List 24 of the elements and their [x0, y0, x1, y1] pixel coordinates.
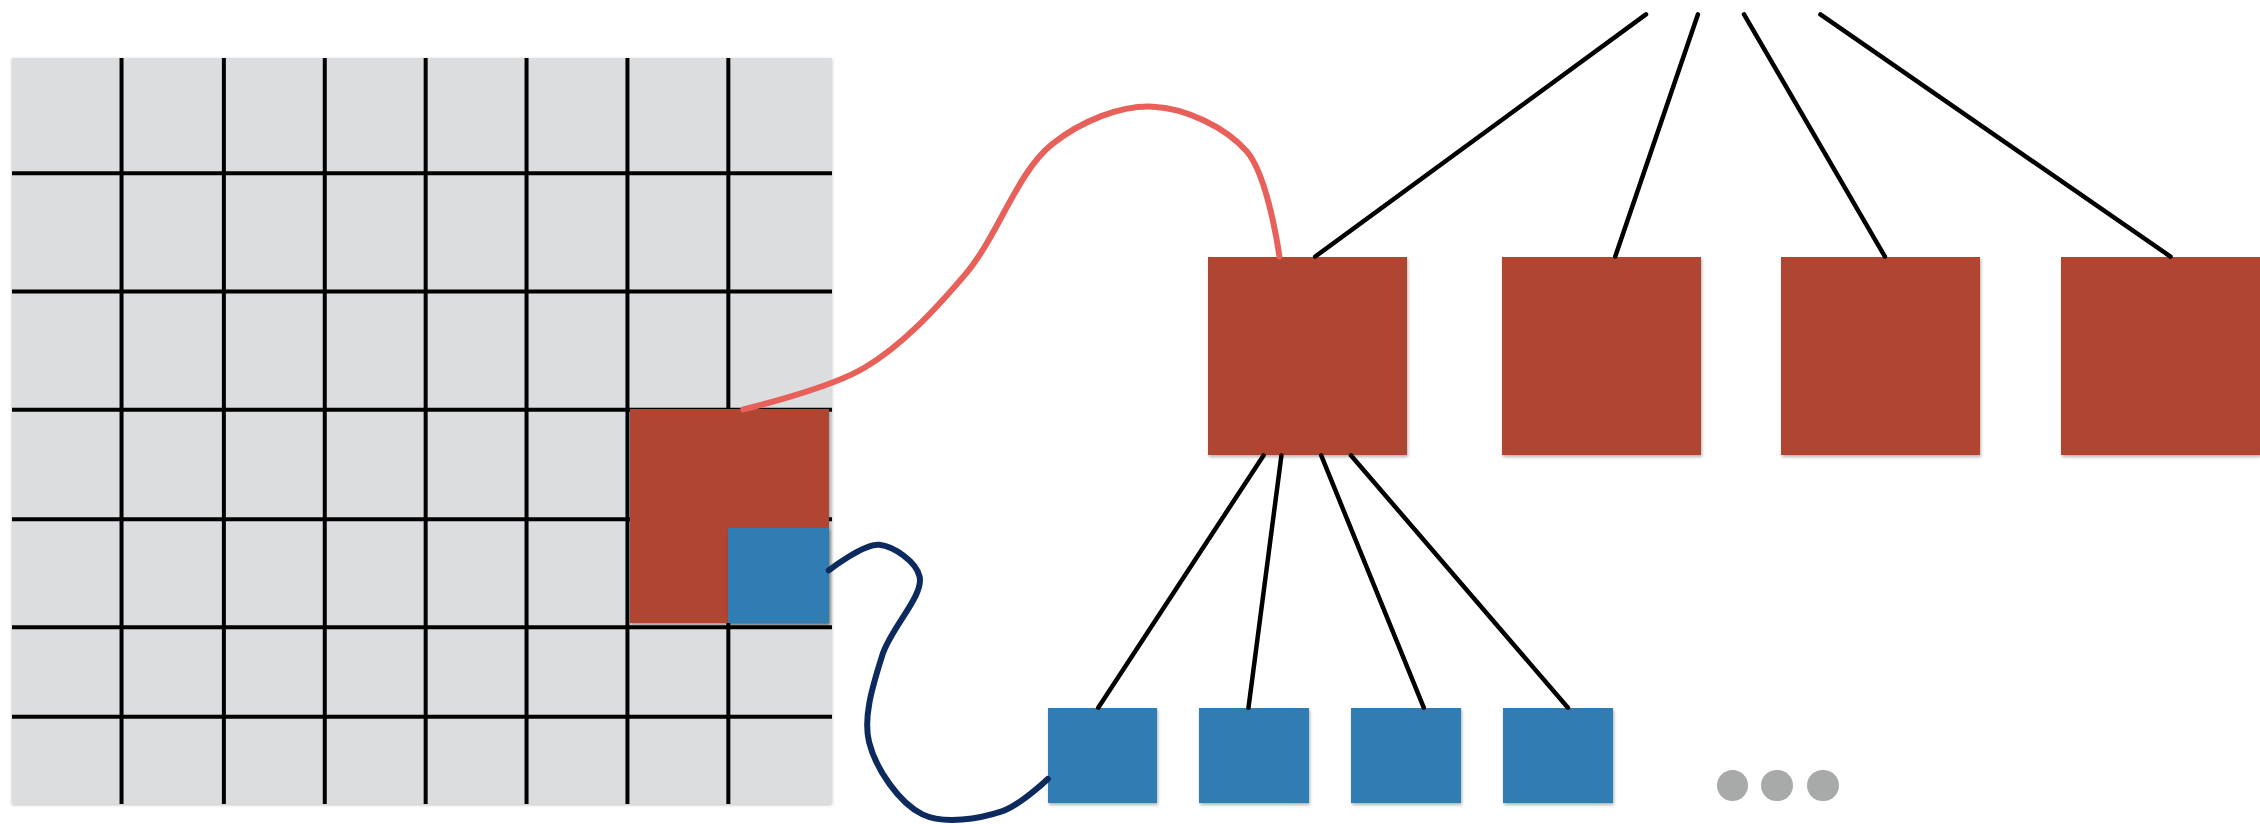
square-tile	[1503, 707, 1613, 803]
connector-line	[1741, 12, 1888, 259]
connector-line	[1613, 12, 1701, 259]
square-tile	[1350, 707, 1462, 803]
square-tile	[1781, 256, 1981, 456]
connector-line	[1318, 453, 1426, 710]
ellipsis-dot	[1807, 769, 1840, 802]
curved-connector	[825, 541, 1051, 823]
connector-line	[1096, 453, 1266, 710]
square-tile	[1501, 256, 1701, 456]
ellipsis-dot	[1761, 769, 1793, 802]
square-tile	[1207, 256, 1407, 456]
connector-line	[1246, 453, 1284, 710]
connector-line	[1313, 12, 1649, 259]
ellipsis-dot	[1716, 769, 1749, 802]
connector-line	[1818, 12, 2173, 259]
grid-panel	[11, 57, 832, 805]
square-tile	[727, 527, 829, 623]
square-tile	[1199, 707, 1309, 803]
square-tile	[2061, 256, 2260, 456]
square-tile	[1047, 707, 1158, 803]
curved-connector	[740, 103, 1283, 413]
connector-line	[1348, 453, 1571, 710]
square-tile	[629, 409, 829, 623]
